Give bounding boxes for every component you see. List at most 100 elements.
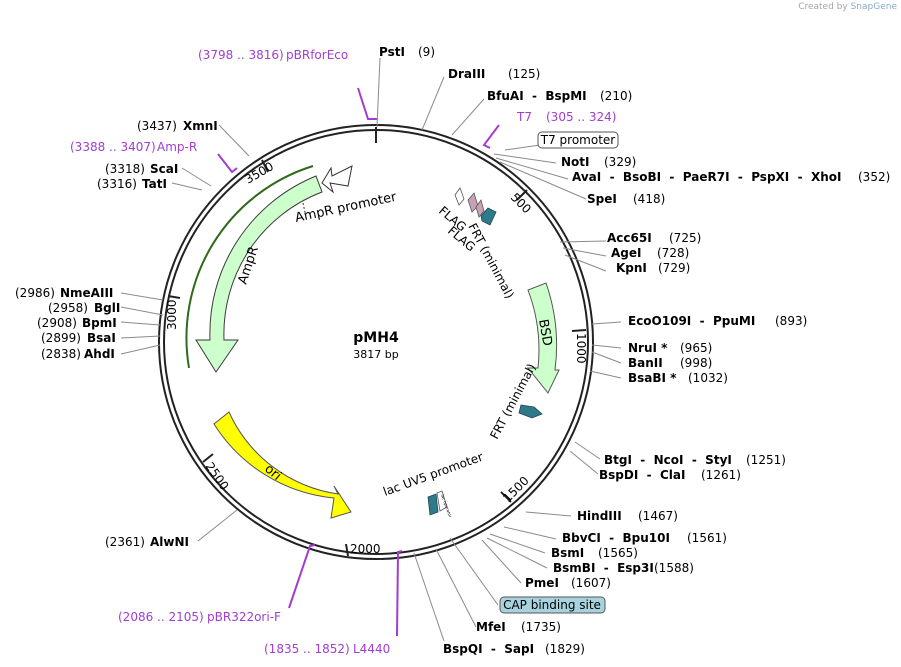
flag-arrow-2: [475, 199, 485, 218]
svg-text:(1735): (1735): [521, 620, 561, 634]
enzyme-bpmi: BpmI: [82, 316, 117, 330]
pbrforeco-name: pBRforEco: [286, 48, 348, 62]
svg-text:(729): (729): [658, 261, 690, 275]
enzyme-bsmbi-group: BsmBI - Esp3I: [553, 561, 654, 575]
enzyme-hindiii: HindIII: [577, 509, 622, 523]
svg-text:(329): (329): [604, 155, 636, 169]
ampr-cds-line: [185, 165, 314, 369]
svg-text:(728): (728): [657, 246, 689, 260]
svg-text:(2899): (2899): [41, 331, 81, 345]
svg-text:(418): (418): [633, 192, 665, 206]
amp-r-name: Amp-R: [157, 140, 197, 154]
tick-1000: 1000: [574, 333, 588, 364]
svg-text:(1032): (1032): [688, 371, 728, 385]
svg-text:(1561): (1561): [687, 531, 727, 545]
svg-text:(2361): (2361): [105, 535, 145, 549]
enzyme-btgi-group: BtgI - NcoI - StyI: [604, 453, 732, 467]
enzyme-spei: SpeI: [587, 192, 617, 206]
ori-feature-arrow: [213, 411, 352, 519]
amp-r-primer-marker: [217, 153, 238, 174]
bsd-label: BSD: [535, 318, 554, 347]
svg-text:(725): (725): [669, 231, 701, 245]
svg-text:(3316): (3316): [97, 177, 137, 191]
enzyme-bspdi-group: BspDI - ClaI: [599, 468, 685, 482]
enzyme-bbvci-group: BbvCI - Bpu10I: [562, 531, 670, 545]
tick-3000: 3000: [165, 299, 179, 330]
enzyme-noti: NotI: [561, 155, 590, 169]
enzyme-kpni: KpnI: [616, 261, 647, 275]
tick-2000: 2000: [350, 542, 381, 556]
svg-text:(1565): (1565): [598, 546, 638, 560]
enzyme-mfei: MfeI: [476, 620, 506, 634]
pbrforeco-range: (3798 .. 3816): [198, 48, 284, 62]
svg-text:(3437): (3437): [137, 119, 177, 133]
l4440-marker: [396, 550, 403, 637]
l4440-range: (1835 .. 1852): [264, 642, 350, 656]
enzyme-banii: BanII: [628, 356, 663, 370]
svg-text:(210): (210): [600, 89, 632, 103]
svg-text:(1467): (1467): [638, 509, 678, 523]
svg-text:(1251): (1251): [746, 453, 786, 467]
enzyme-avai-group: AvaI - BsoBI - PaeR7I - PspXI - XhoI: [572, 170, 841, 184]
snapgene-credit: Created by SnapGene: [798, 2, 897, 12]
lac-uv5-label: lac UV5 promoter: [381, 450, 485, 499]
svg-text:(2986): (2986): [15, 286, 55, 300]
plasmid-size: 3817 bp: [353, 348, 398, 361]
enzyme-xmni: XmnI: [183, 119, 218, 133]
svg-text:T7 promoter: T7 promoter: [540, 133, 616, 147]
enzyme-pmei: PmeI: [525, 576, 559, 590]
enzyme-bsabi: BsaBI *: [628, 371, 677, 385]
amp-r-range: (3388 .. 3407): [70, 140, 156, 154]
svg-text:(3318): (3318): [105, 162, 145, 176]
flag-small-marker: [454, 187, 465, 206]
enzyme-ecoo109i: EcoO109I - PpuMI: [628, 314, 755, 328]
pbr322ori-name: pBR322ori-F: [207, 610, 281, 624]
lac-uv5-promoter-box: [427, 493, 439, 516]
enzyme-alwni: AlwNI: [150, 535, 189, 549]
primer-markers: [217, 87, 500, 637]
enzyme-bgli: BglI: [94, 301, 120, 315]
frt-minimal-label-1: FRT (minimal): [465, 221, 516, 301]
svg-text:(2958): (2958): [48, 301, 88, 315]
ampr-promoter-arrow: [321, 165, 353, 194]
bsd-feature-arrow: [526, 282, 560, 394]
enzyme-bsai: BsaI: [87, 331, 116, 345]
svg-text:(1261): (1261): [701, 468, 741, 482]
t7-primer-name: T7: [516, 110, 532, 124]
svg-text:(2838): (2838): [41, 347, 81, 361]
enzyme-nmeaiii: NmeAIII: [60, 286, 113, 300]
pbr322ori-marker: [288, 544, 316, 609]
primer-labels: (3798 .. 3816) pBRforEco (3388 .. 3407) …: [70, 48, 616, 656]
ampr-feature-arrow: [195, 175, 323, 373]
frt-minimal-label-2: FRT (minimal): [487, 361, 538, 441]
enzyme-bfuai: BfuAI - BspMI: [487, 89, 587, 103]
enzyme-scai: ScaI: [150, 162, 178, 176]
enzyme-ahdi: AhdI: [84, 347, 115, 361]
svg-text:(893): (893): [775, 314, 807, 328]
frt-minimal-arrow-2: [518, 404, 543, 419]
l4440-name: L4440: [353, 642, 390, 656]
t7-primer-marker: [482, 124, 500, 149]
svg-text:(1588): (1588): [654, 561, 694, 575]
svg-text:(1607): (1607): [571, 576, 611, 590]
position-ticks: [167, 127, 587, 557]
svg-text:(998): (998): [680, 356, 712, 370]
svg-text:(2908): (2908): [37, 316, 77, 330]
tick-500: 500: [508, 190, 534, 216]
enzyme-draiii: DraIII: [448, 67, 485, 81]
enzyme-bspqi-group: BspQI - SapI: [443, 642, 534, 656]
t7-primer-range: (305 .. 324): [546, 110, 616, 124]
enzyme-tati: TatI: [142, 177, 167, 191]
enzyme-agei: AgeI: [611, 246, 641, 260]
enzyme-nrui: NruI *: [628, 341, 668, 355]
frt-minimal-arrow-1: [480, 207, 497, 226]
svg-text:(352): (352): [858, 170, 890, 184]
svg-text:(9): (9): [418, 45, 435, 59]
svg-text:(125): (125): [508, 67, 540, 81]
t7-promoter-box: T7 promoter: [537, 131, 619, 149]
enzyme-psti: PstI: [379, 45, 405, 59]
tick-2500: 2500: [203, 460, 232, 493]
enzyme-labels: PstI (9) DraIII (125) BfuAI - BspMI (210…: [15, 45, 890, 656]
